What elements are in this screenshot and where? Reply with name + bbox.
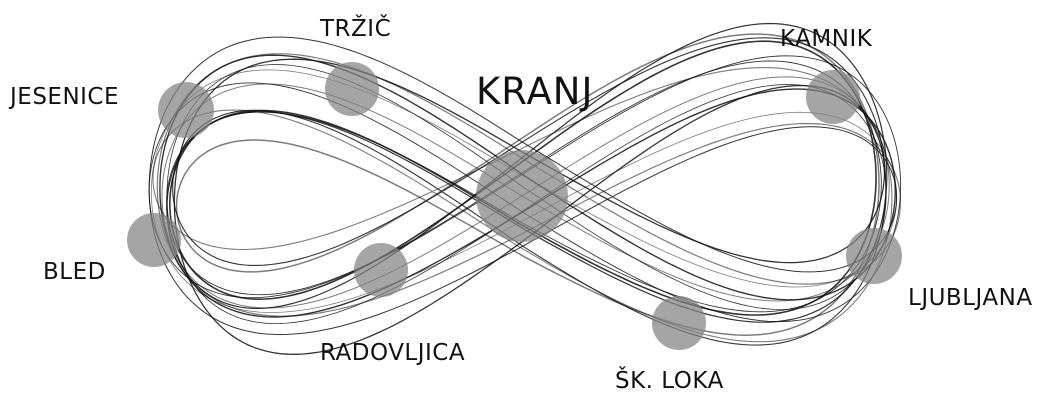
label-bled: BLED [43,259,106,285]
node-ljubljana [846,228,902,284]
label-kamnik: KAMNIK [780,26,873,52]
label-trzic: TRŽIČ [320,16,392,42]
route-loop [148,36,897,336]
label-ljubljana: LJUBLJANA [908,285,1033,311]
label-radovljica: RADOVLJICA [320,340,466,366]
label-jesenice: JESENICE [10,84,120,110]
node-kamnik [806,70,860,124]
label-skofja-loka: ŠK. LOKA [615,368,724,394]
label-kranj: KRANJ [476,70,594,113]
route-loop [175,33,880,336]
route-loop [172,37,887,346]
node-radovljica [354,243,408,297]
node-trzic [325,62,379,116]
node-skofja-loka [652,296,706,350]
node-jesenice [158,82,214,138]
node-bled [127,213,181,267]
node-kranj [476,150,568,242]
